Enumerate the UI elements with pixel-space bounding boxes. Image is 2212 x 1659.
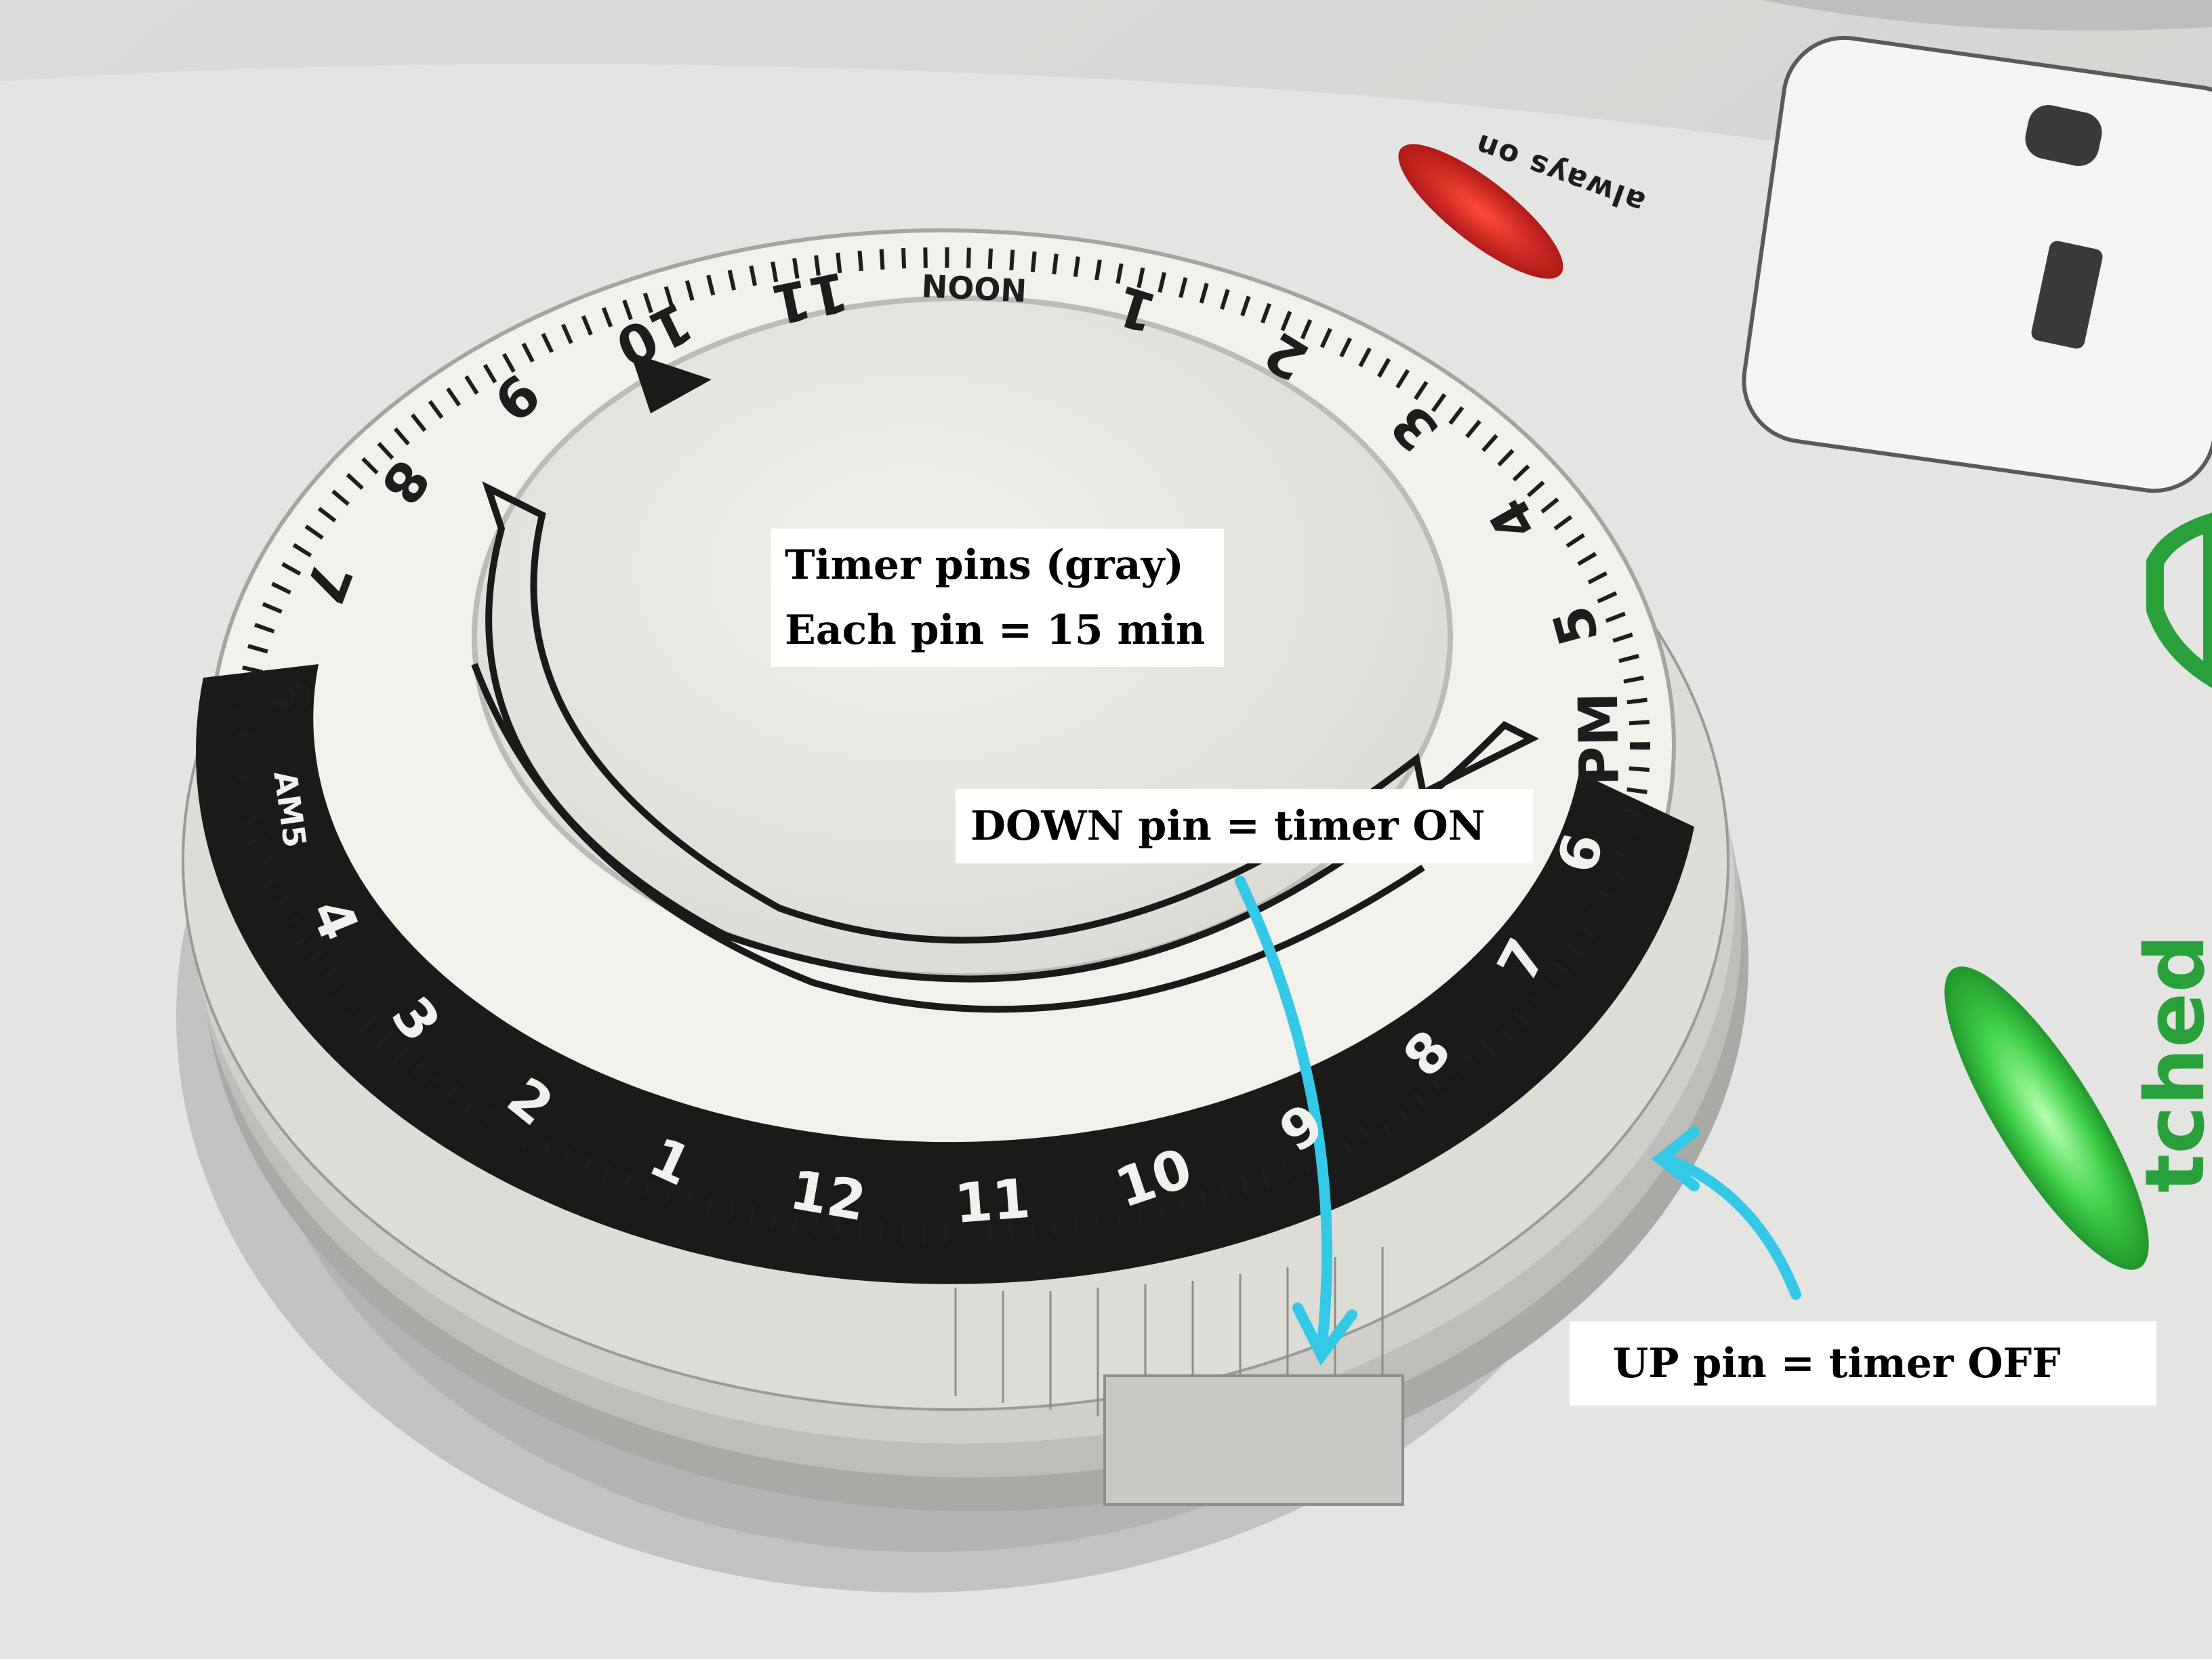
dial-tick-ring	[234, 247, 1650, 1244]
dial-hour-label: 11	[952, 1167, 1032, 1235]
always-on-lamp	[1398, 144, 1563, 279]
timer-pins-callout: Timer pins (gray) Each pin = 15 min	[771, 529, 1224, 667]
strip-top-edge	[0, 0, 2212, 30]
dial-pointer-triangle	[630, 352, 712, 413]
dial-hour-label: PM	[1567, 692, 1631, 787]
switched-label: tched	[2129, 934, 2212, 1193]
dial-hour-label: 12	[785, 1158, 871, 1233]
outlet-plate	[1742, 35, 2212, 493]
down-pin-arrow	[1235, 876, 1332, 1354]
outlet-slot	[2031, 241, 2103, 349]
timer-pins-line-2: Each pin = 15 min	[785, 607, 1206, 654]
switched-lamp	[1944, 966, 2149, 1270]
down-pin-arrowhead	[1292, 1303, 1357, 1366]
dial-hour-label: 11	[766, 260, 853, 336]
outlet-ground-hole	[2025, 105, 2102, 166]
up-pin-arrow	[1662, 1153, 1801, 1300]
pushed-down-pins	[1103, 1374, 1404, 1506]
down-pin-callout: DOWN pin = timer ON	[956, 789, 1533, 863]
up-pin-callout: UP pin = timer OFF	[1570, 1322, 2156, 1406]
dial-arc-line	[471, 663, 1425, 1013]
dial-hour-label: 6	[255, 672, 323, 717]
up-pin-arrowhead	[1652, 1126, 1700, 1191]
timer-pins-line-1: Timer pins (gray)	[785, 541, 1184, 589]
dial-hour-label: NOON	[921, 267, 1028, 309]
